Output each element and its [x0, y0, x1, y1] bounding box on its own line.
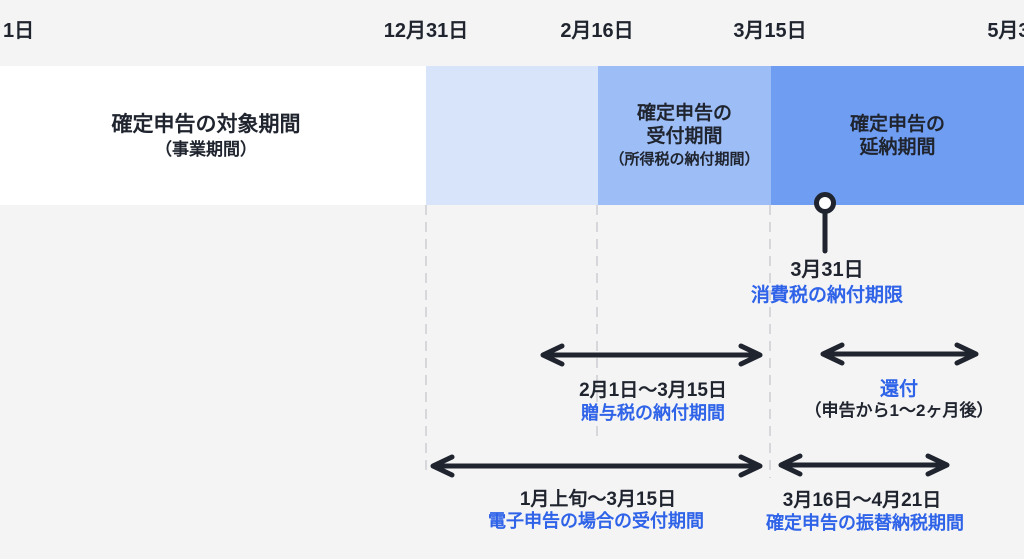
band-section-gap: [426, 66, 598, 205]
bank-transfer-label: 確定申告の振替納税期間: [766, 513, 964, 533]
dashed-guide-dec31: [425, 205, 427, 472]
dashed-guide-mar15: [769, 205, 771, 478]
target-period-title: 確定申告の対象期間: [111, 112, 301, 136]
date-label-feb16: 2月16日: [560, 20, 634, 42]
band-section-target-period: 確定申告の対象期間 （事業期間）: [0, 66, 426, 205]
date-label-dec31: 12月31日: [383, 20, 469, 42]
band-section-deferment-period: 確定申告の 延納期間: [771, 66, 1024, 205]
filing-period-line3: （所得税の納付期間）: [609, 151, 760, 168]
bank-transfer-range: 3月16日〜4月21日: [782, 490, 942, 511]
gift-tax-range: 2月1日〜3月15日: [579, 380, 727, 401]
date-label-mar15: 3月15日: [733, 20, 807, 42]
double-arrow-bank-transfer-icon: [776, 453, 952, 477]
filing-period-line2: 受付期間: [646, 126, 723, 147]
double-arrow-refund-icon: [818, 342, 981, 366]
gift-tax-label: 贈与税の納付期間: [581, 403, 725, 423]
pin-marker-icon: [812, 190, 838, 261]
date-label-jan1: 1日: [3, 20, 35, 42]
timeline-band: 確定申告の対象期間 （事業期間） 確定申告の 受付期間 （所得税の納付期間） 確…: [0, 66, 1024, 205]
deferment-period-line2: 延納期間: [859, 136, 936, 158]
filing-period-line1: 確定申告の: [636, 103, 732, 124]
target-period-subtitle: （事業期間）: [155, 139, 257, 159]
refund-label: 還付: [879, 379, 919, 400]
dashed-guide-feb16: [596, 205, 598, 443]
double-arrow-gift-tax-icon: [538, 343, 765, 367]
double-arrow-e-filing-icon: [428, 454, 765, 478]
refund-note: （申告から1〜2ヶ月後）: [804, 401, 994, 420]
deferment-period-line1: 確定申告の: [849, 113, 945, 135]
date-label-may31: 5月31日: [987, 20, 1024, 42]
consumption-tax-label: 消費税の納付期限: [750, 285, 904, 306]
band-section-filing-period: 確定申告の 受付期間 （所得税の納付期間）: [598, 66, 771, 205]
e-filing-label: 電子申告の場合の受付期間: [488, 511, 704, 531]
e-filing-range: 1月上旬〜3月15日: [519, 489, 677, 510]
consumption-tax-date: 3月31日: [790, 259, 864, 281]
